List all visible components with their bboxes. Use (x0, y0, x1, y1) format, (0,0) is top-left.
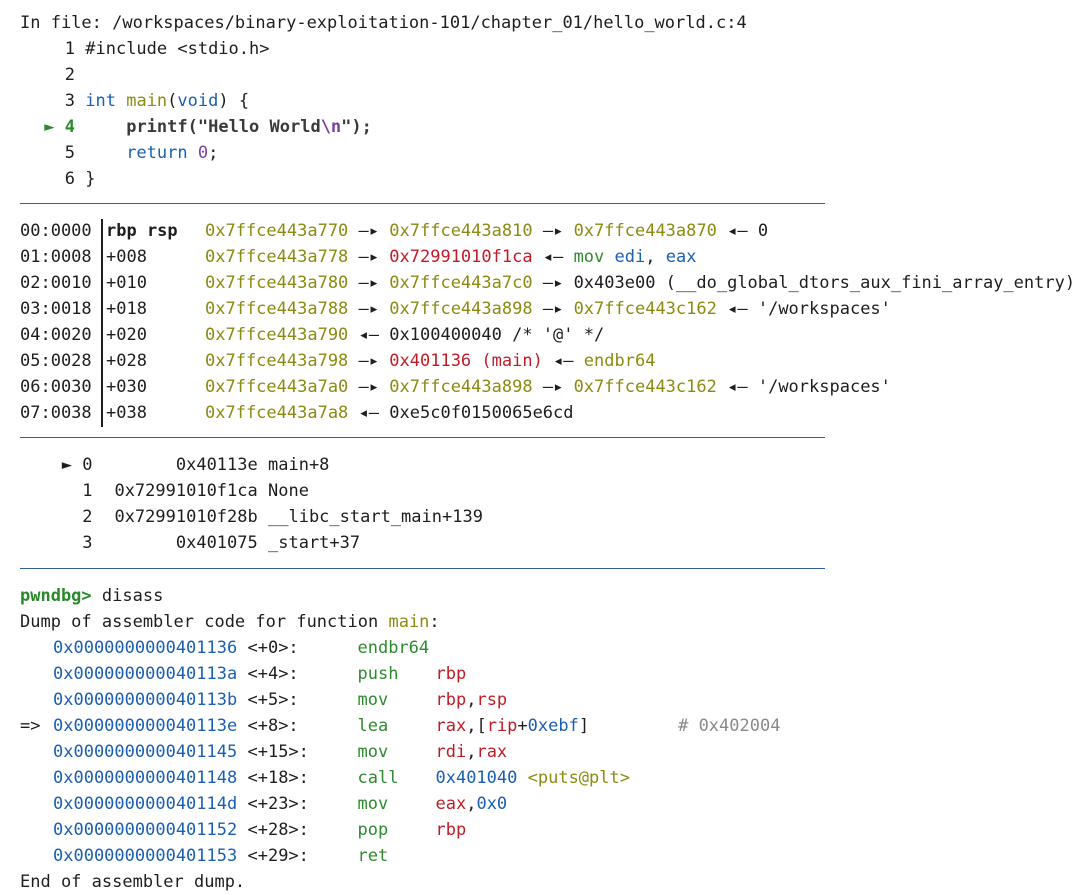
source-line-3: 3 int main(void) { (20, 88, 249, 114)
source-text: #include <stdio.h> (85, 39, 270, 59)
call-name: printf (126, 117, 188, 137)
pwndbg-prompt: pwndbg> (20, 586, 92, 606)
separator (20, 437, 825, 438)
source-line-5: 5 return 0; (20, 140, 219, 166)
current-instruction-marker: => (20, 716, 41, 736)
line-number: 3 (64, 91, 75, 111)
keyword: int (85, 91, 116, 111)
source-header: In file: /workspaces/binary-exploitation… (20, 13, 747, 33)
line-number: 2 (64, 65, 75, 85)
line-number: 4 (64, 117, 75, 137)
escape-seq: \n (320, 117, 342, 137)
source-line-1: 1 #include <stdio.h> (20, 36, 270, 62)
current-line-marker: ► (44, 117, 55, 137)
line-number: 6 (64, 169, 75, 189)
separator (20, 568, 825, 569)
backtrace-frame-2: 2 0x72991010f28b __libc_start_main+139 (82, 507, 483, 527)
source-line-4-current: ► 4 printf("Hello World\n"); (44, 117, 372, 137)
source-line-6: 6 } (20, 166, 96, 192)
command-text: disass (101, 586, 164, 606)
asm-line-0: 0x0000000000401136 <+0>:endbr64 (53, 638, 430, 658)
command-line[interactable]: pwndbg> disass (20, 583, 163, 609)
source-line-2: 2 (20, 62, 85, 88)
source-text: } (85, 169, 96, 189)
backtrace-frame-3: 3 0x401075 _start+37 (82, 533, 361, 553)
stack-divider (101, 219, 103, 427)
param-type: void (177, 91, 219, 111)
dump-header: Dump of assembler code for function main… (20, 612, 440, 632)
dump-footer: End of assembler dump. (20, 872, 246, 892)
function-name: main (388, 612, 430, 632)
backtrace-frame-1: 1 0x72991010f1ca None (82, 481, 309, 501)
asm-comment: # 0x402004 (678, 716, 781, 736)
backtrace-frame-0: ► 0 0x40113e main+8 (20, 452, 330, 478)
line-number: 5 (64, 143, 75, 163)
line-number: 1 (64, 39, 75, 59)
keyword: return (126, 143, 188, 163)
function-name: main (126, 91, 168, 111)
separator (20, 203, 825, 204)
asm-line-8: 0x0000000000401153 <+29>:ret (53, 846, 389, 866)
current-frame-marker: ► (61, 455, 72, 475)
